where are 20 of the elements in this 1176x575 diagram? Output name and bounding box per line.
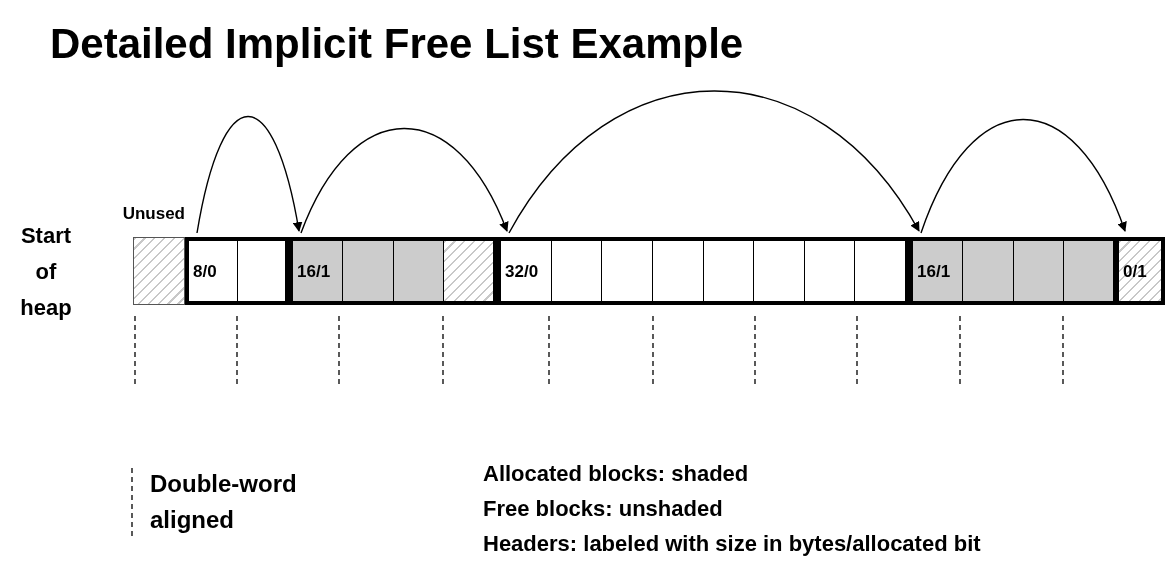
arrow bbox=[196, 115, 303, 234]
heap-block bbox=[497, 237, 909, 305]
header-label: 16/1 bbox=[297, 262, 331, 280]
header-label: 16/1 bbox=[917, 262, 951, 280]
note-text: Headers: labeled with size in bytes/allocated bit bbox=[483, 530, 981, 558]
legend-text: Double-word aligned bbox=[150, 469, 298, 535]
block-caption: Unused bbox=[122, 205, 185, 225]
title: Detailed Implicit Free List Example bbox=[50, 19, 744, 69]
arrow bbox=[920, 118, 1127, 234]
header-label: 0/1 bbox=[1123, 262, 1147, 280]
arrow bbox=[300, 127, 508, 234]
arrow bbox=[508, 90, 920, 234]
note-text: Free blocks: unshaded bbox=[483, 495, 724, 523]
header-label: 32/0 bbox=[505, 262, 539, 280]
note-text: Allocated blocks: shaded bbox=[483, 460, 750, 488]
heap-block bbox=[909, 237, 1117, 305]
header-label: 8/0 bbox=[193, 262, 217, 280]
heap-block bbox=[289, 237, 497, 305]
heap-start-label: Start of heap bbox=[19, 222, 73, 322]
heap-block bbox=[185, 237, 289, 305]
